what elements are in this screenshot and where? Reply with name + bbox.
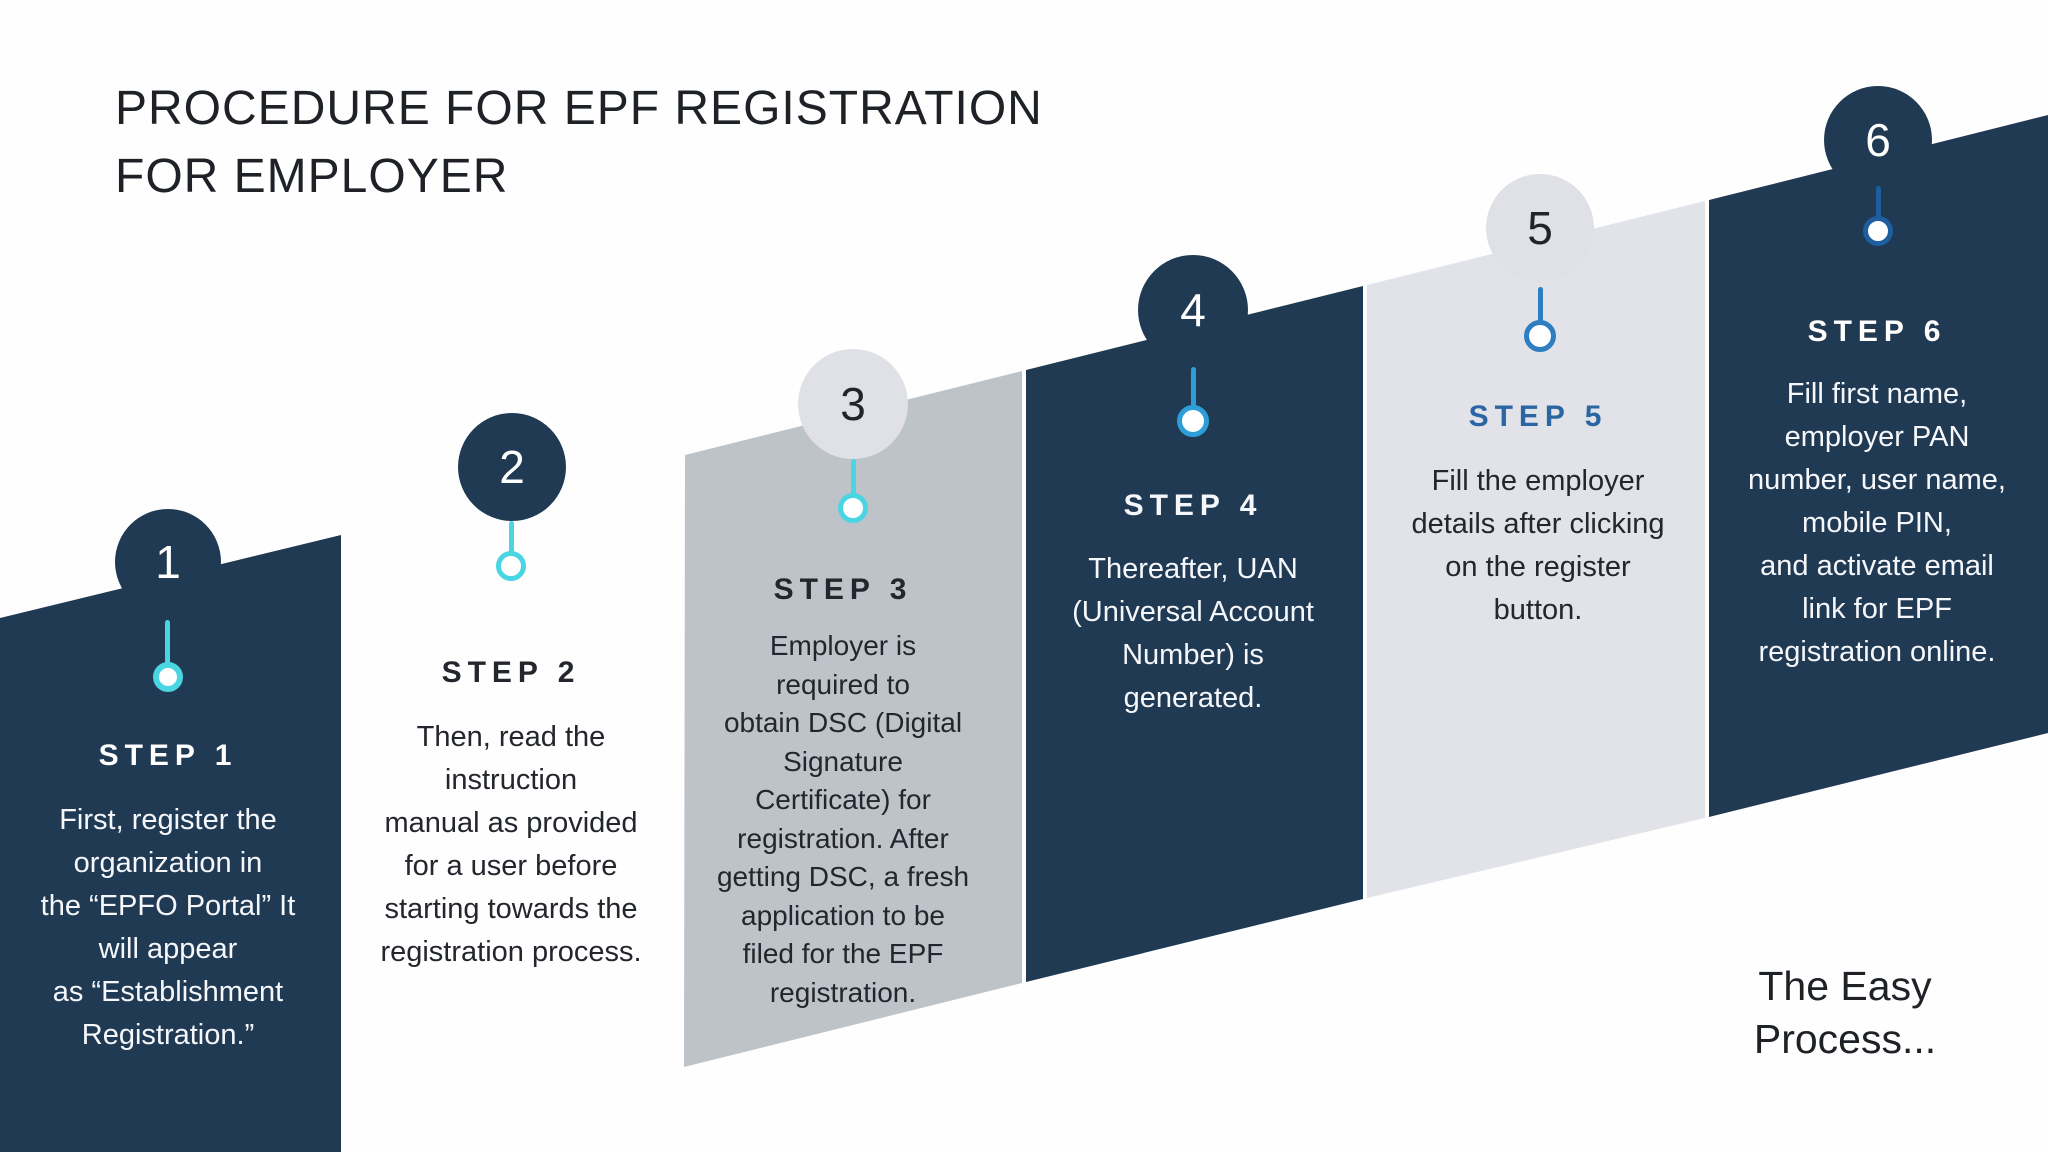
text-line: on the register xyxy=(1445,551,1631,583)
step-3-pin-line xyxy=(851,459,856,495)
text-line: Registration.” xyxy=(81,1019,255,1051)
step-1-number-circle: 1 xyxy=(115,509,221,615)
page-title-line-2: FOR EMPLOYER xyxy=(115,150,509,203)
step-1-number: 1 xyxy=(155,536,181,588)
text-line: registration process. xyxy=(380,936,642,968)
text-line: Fill first name, xyxy=(1786,378,1968,410)
text-line: employer PAN xyxy=(1784,421,1970,453)
text-line: getting DSC, a fresh xyxy=(716,861,970,892)
page-title-line-1: PROCEDURE FOR EPF REGISTRATION xyxy=(115,82,1043,135)
text-line: the “EPFO Portal” It xyxy=(40,890,296,922)
text-line: Fill the employer xyxy=(1431,465,1645,497)
step-1-heading: STEP 1 xyxy=(98,739,238,772)
text-line: registration online. xyxy=(1758,636,1996,668)
text-line: registration. After xyxy=(737,822,949,854)
step-1-pin-line xyxy=(165,620,170,666)
text-line: required to xyxy=(776,668,910,700)
text-line: for a user before xyxy=(404,850,618,882)
footer-caption-line-1: The Easy xyxy=(1758,963,1932,1009)
text-line: button. xyxy=(1493,594,1583,626)
step-3-number-circle: 3 xyxy=(798,349,908,459)
text-line: Then, read the xyxy=(416,721,606,753)
step-1-description: First, register the organization in the … xyxy=(0,799,338,1057)
text-line: application to be xyxy=(741,899,945,931)
page-title: PROCEDURE FOR EPF REGISTRATION FOR EMPLO… xyxy=(115,75,1365,211)
step-6-number-circle: 6 xyxy=(1824,86,1932,194)
step-3-description: Employer is required to obtain DSC (Digi… xyxy=(673,627,1013,1012)
step-3-number: 3 xyxy=(840,378,866,430)
step-5-pin-line xyxy=(1538,287,1543,324)
step-2-pin-line xyxy=(509,521,514,555)
step-6-description: Fill first name, employer PAN number, us… xyxy=(1707,373,2047,674)
step-5-description: Fill the employer details after clicking… xyxy=(1368,460,1708,632)
step-5-pin-marker-icon xyxy=(1524,320,1556,352)
step-3-pin-marker-icon xyxy=(838,493,868,523)
step-6-pin-line xyxy=(1876,186,1881,222)
footer-caption: The Easy Process... xyxy=(1660,960,2030,1066)
text-line: as “Establishment xyxy=(52,976,284,1008)
text-line: mobile PIN, xyxy=(1802,507,1952,539)
step-2-heading: STEP 2 xyxy=(441,656,581,689)
text-line: starting towards the xyxy=(384,893,638,925)
step-5-heading: STEP 5 xyxy=(1468,400,1608,433)
text-line: First, register the xyxy=(59,804,277,836)
text-line: Employer is xyxy=(769,630,917,661)
text-line: Thereafter, UAN xyxy=(1088,553,1298,585)
text-line: details after clicking xyxy=(1411,508,1665,540)
step-3-heading: STEP 3 xyxy=(773,573,913,606)
text-line: manual as provided xyxy=(384,807,638,839)
step-4-description: Thereafter, UAN (Universal Account Numbe… xyxy=(1023,548,1363,720)
step-4-number-circle: 4 xyxy=(1138,255,1248,365)
text-line: (Universal Account xyxy=(1072,596,1314,628)
step-4-number: 4 xyxy=(1180,284,1206,336)
text-line: Certificate) for xyxy=(755,784,931,815)
step-5-number: 5 xyxy=(1527,202,1553,254)
step-2-number-circle: 2 xyxy=(458,413,566,521)
text-line: obtain DSC (Digital xyxy=(723,707,963,738)
step-6-pin-marker-icon xyxy=(1863,216,1893,246)
text-line: Number) is xyxy=(1122,639,1264,671)
step-6-number: 6 xyxy=(1865,114,1891,166)
text-line: generated. xyxy=(1123,682,1263,714)
step-4-pin-line xyxy=(1191,367,1196,408)
step-2-description: Then, read the instruction manual as pro… xyxy=(341,716,681,974)
step-6-heading: STEP 6 xyxy=(1807,315,1947,348)
text-line: filed for the EPF xyxy=(742,938,944,969)
text-line: Signature xyxy=(783,745,903,777)
step-4-pin-marker-icon xyxy=(1177,405,1209,437)
text-line: registration. xyxy=(769,976,917,1008)
step-4-heading: STEP 4 xyxy=(1123,489,1263,522)
step-5-number-circle: 5 xyxy=(1486,174,1594,282)
footer-caption-line-2: Process... xyxy=(1753,1016,1937,1062)
text-line: organization in xyxy=(73,847,263,879)
step-1-pin-marker-icon xyxy=(153,662,183,692)
text-line: number, user name, xyxy=(1748,464,2006,496)
text-line: will appear xyxy=(98,933,238,965)
step-2-pin-marker-icon xyxy=(496,551,526,581)
step-2-number: 2 xyxy=(499,441,525,493)
text-line: and activate email xyxy=(1760,550,1994,582)
text-line: link for EPF xyxy=(1802,593,1952,625)
text-line: instruction xyxy=(444,764,578,796)
